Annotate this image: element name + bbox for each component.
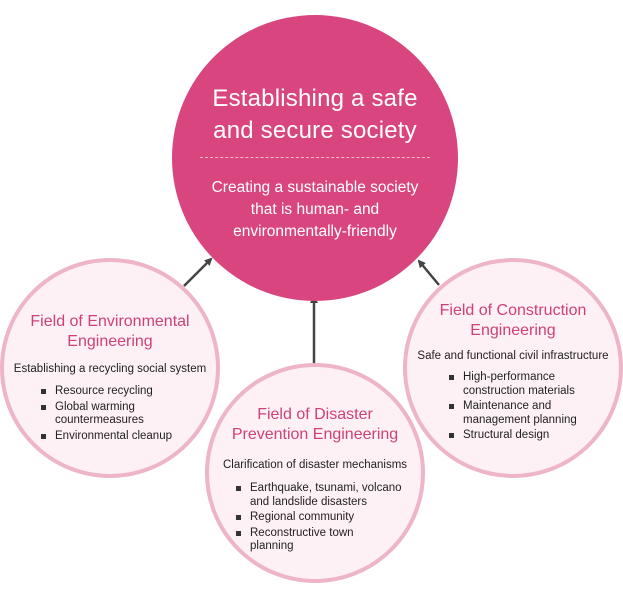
disaster-prevention-engineering-circle: Field of Disaster Prevention Engineering… (205, 363, 425, 583)
central-title-line-2: and secure society (213, 117, 417, 144)
construction-subtitle: Safe and functional civil infrastructure (417, 350, 609, 362)
bullet-text: planning (250, 540, 294, 552)
bullet-text: Structural design (463, 429, 550, 441)
bullet-item: Reconstructive town planning (236, 527, 421, 554)
bullet-item: Maintenance and management planning (449, 400, 614, 427)
construction-title-line-1: Field of Construction (439, 302, 587, 319)
environmental-title-line-1: Field of Environmental (30, 313, 190, 330)
disaster-subtitle: Clarification of disaster mechanisms (222, 459, 408, 471)
bullet-item: Earthquake, tsunami, volcano and landsli… (236, 482, 421, 509)
disaster-title-line-1: Field of Disaster (257, 406, 373, 423)
arrow-construction (417, 259, 440, 286)
construction-title-line-2: Engineering (470, 322, 556, 339)
bullet-text: Maintenance and (463, 400, 552, 412)
central-divider (200, 157, 430, 158)
bullet-item: Environmental cleanup (41, 430, 201, 444)
environmental-engineering-circle: Field of Environmental Engineering Estab… (0, 258, 220, 478)
environmental-bullet-list: Resource recycling Global warming counte… (41, 385, 201, 445)
central-title-line-1: Establishing a safe (212, 85, 418, 112)
bullet-text: Environmental cleanup (55, 429, 172, 442)
central-subtitle: Creating a sustainable society that is h… (172, 177, 458, 243)
central-subtitle-line-1: Creating a sustainable society (211, 179, 419, 196)
bullet-item: Resource recycling (41, 385, 201, 399)
environmental-title-line-2: Engineering (67, 333, 153, 350)
environmental-title: Field of Environmental Engineering (4, 312, 216, 352)
bullet-text: Global warming (55, 400, 135, 413)
construction-bullet-list: High-performance construction materials … (449, 371, 614, 445)
bullet-text: Regional community (250, 511, 355, 523)
construction-title: Field of Construction Engineering (407, 301, 619, 341)
central-goal-circle: Establishing a safe and secure society C… (172, 15, 458, 301)
arrow-environmental (183, 257, 213, 287)
bullet-text: management planning (463, 413, 577, 426)
bullet-item: Regional community (236, 511, 421, 525)
central-title: Establishing a safe and secure society (172, 83, 458, 147)
central-subtitle-line-2: that is human- and (250, 201, 380, 218)
bullet-text: and landslide disasters (250, 495, 367, 508)
bullet-text: Earthquake, tsunami, volcano (250, 482, 402, 494)
bullet-text: countermeasures (55, 414, 144, 426)
bullet-item: High-performance construction materials (449, 371, 614, 398)
disaster-title-line-2: Prevention Engineering (231, 426, 399, 443)
bullet-text: High-performance (463, 371, 556, 383)
disaster-title: Field of Disaster Prevention Engineering (209, 405, 421, 445)
central-subtitle-line-3: environmentally-friendly (233, 223, 397, 240)
disaster-bullet-list: Earthquake, tsunami, volcano and landsli… (236, 482, 421, 556)
bullet-text: construction materials (463, 384, 575, 397)
bullet-item: Structural design (449, 429, 614, 443)
bullet-text: Reconstructive town (250, 526, 354, 539)
environmental-subtitle: Establishing a recycling social system (13, 363, 207, 375)
construction-engineering-circle: Field of Construction Engineering Safe a… (403, 258, 623, 478)
bullet-item: Global warming countermeasures (41, 401, 201, 428)
bullet-text: Resource recycling (55, 385, 153, 397)
